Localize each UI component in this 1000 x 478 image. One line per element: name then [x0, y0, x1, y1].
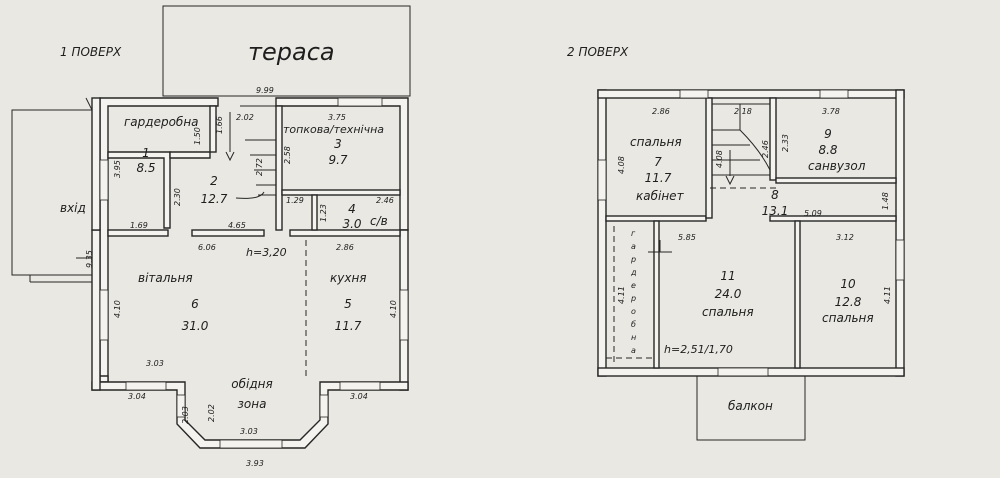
dimension-label: 6.06	[198, 243, 216, 252]
room-2-area: 12.7	[201, 192, 228, 206]
dimension-label: 2.46	[376, 196, 394, 205]
room-11-name: спальня	[702, 305, 754, 319]
floor-1-title: 1 ПОВЕРХ	[60, 45, 122, 59]
dimension-label: 2.02	[207, 404, 216, 422]
wardrobe-letter: а	[631, 242, 636, 251]
floor-2-dimensions: 2.86 2.18 3.78 4.08 4.08 2.46 2.33 5.09 …	[617, 107, 892, 304]
room-9-name: санвузол	[808, 159, 866, 173]
dimension-label: 3.03	[146, 359, 164, 368]
room-3-area: 9.7	[328, 153, 347, 167]
dimension-label: 4.08	[715, 150, 724, 168]
dimension-label: 5.09	[804, 209, 822, 218]
dining-zone-line-2: зона	[238, 397, 267, 411]
room-10-name: спальня	[822, 311, 874, 325]
floor-2-plan	[597, 89, 905, 441]
dimension-label: 3.93	[246, 459, 264, 468]
dimension-label: 4.10	[389, 300, 398, 318]
wardrobe-letter: р	[630, 255, 636, 264]
room-4-number: 4	[348, 202, 356, 216]
dimension-label: 5.85	[678, 233, 696, 242]
wardrobe-letter: р	[630, 294, 636, 303]
dimension-label: 2.58	[283, 146, 292, 164]
dimension-label: 1.50	[193, 127, 202, 145]
room-7-name-2: кабінет	[636, 189, 685, 203]
room-1-number: 1	[142, 146, 150, 160]
room-7-number: 7	[654, 155, 662, 169]
room-10-area: 12.8	[835, 295, 862, 309]
dimension-label: 3.04	[350, 392, 368, 401]
dimension-label: 4.65	[228, 221, 246, 230]
dining-zone-line-1: обідня	[231, 377, 272, 391]
dimension-label: 9.99	[256, 86, 274, 95]
dimension-label: 2.72	[255, 158, 264, 176]
room-11-area: 24.0	[715, 287, 742, 301]
wardrobe-letter: д	[630, 268, 637, 277]
room-3-number: 3	[334, 137, 342, 151]
dimension-label: 3.75	[328, 113, 346, 122]
floor-2-title: 2 ПОВЕРХ	[567, 45, 629, 59]
dimension-label: 4.11	[617, 286, 626, 304]
room-10-number: 10	[840, 277, 856, 291]
room-7-name: спальня	[630, 135, 682, 149]
room-5-name: кухня	[330, 271, 367, 285]
dimension-label: 2.86	[336, 243, 354, 252]
dimension-label: 9.35	[85, 250, 94, 268]
wardrobe-letter: н	[631, 333, 636, 342]
wardrobe-letter: а	[631, 346, 636, 355]
ceiling-height-floor-2: h=2,51/1,70	[664, 343, 733, 356]
dimension-label: 1.23	[319, 204, 328, 222]
floor-1-dimensions: 9.99 2.02 3.75 1.50 1.66 3.95 2.30 2.72 …	[85, 86, 398, 468]
entrance-label: вхід	[60, 201, 86, 215]
dimension-label: 1.69	[130, 221, 148, 230]
dimension-label: 3.95	[113, 160, 122, 178]
dimension-label: 4.11	[883, 286, 892, 304]
room-9-area: 8.8	[818, 143, 837, 157]
dimension-label: 1.48	[881, 192, 890, 210]
wardrobe-letter: г	[631, 229, 636, 238]
room-7-area: 11.7	[645, 171, 672, 185]
room-4-area: 3.0	[342, 217, 361, 231]
dimension-label: 2.86	[652, 107, 670, 116]
terrace-label: тераса	[248, 38, 335, 66]
dimension-label: 2.46	[761, 140, 770, 158]
dimension-label: 4.10	[113, 300, 122, 318]
dimension-label: 3.12	[836, 233, 854, 242]
room-6-name: вітальня	[138, 271, 193, 285]
dimension-label: 1.66	[215, 116, 224, 134]
dimension-label: 2.02	[236, 113, 254, 122]
wardrobe-letter: б	[631, 320, 636, 329]
room-11-number: 11	[720, 269, 735, 283]
room-8-number: 8	[771, 188, 779, 202]
dimension-label: 1.29	[286, 196, 304, 205]
balcony-label: балкон	[728, 399, 773, 413]
wardrobe-letter: е	[631, 281, 636, 290]
room-1-area: 8.5	[136, 161, 155, 175]
floor-1-plan	[11, 5, 411, 449]
dimension-label: 2.18	[734, 107, 752, 116]
room-6-number: 6	[191, 297, 199, 311]
room-8-area: 13.1	[762, 204, 789, 218]
room-1-name: гардеробна	[124, 115, 199, 129]
room-6-area: 31.0	[182, 319, 209, 333]
dimension-label: 3.04	[128, 392, 146, 401]
dimension-label: 2.03	[181, 406, 190, 424]
room-5-number: 5	[344, 297, 352, 311]
wardrobe-letter: о	[631, 307, 636, 316]
ceiling-height-floor-1: h=3,20	[246, 246, 287, 259]
dimension-label: 3.78	[822, 107, 840, 116]
room-4-name: с/в	[370, 214, 388, 228]
room-3-name: топкова/технічна	[283, 123, 384, 136]
room-2-number: 2	[210, 174, 218, 188]
dimension-label: 4.08	[617, 156, 626, 174]
room-9-number: 9	[824, 127, 832, 141]
room-5-area: 11.7	[335, 319, 362, 333]
wardrobe-vertical-label: г а р д е р о б н а	[630, 229, 637, 355]
dimension-label: 3.03	[240, 427, 258, 436]
dimension-label: 2.33	[781, 134, 790, 152]
dimension-label: 2.30	[173, 188, 182, 206]
